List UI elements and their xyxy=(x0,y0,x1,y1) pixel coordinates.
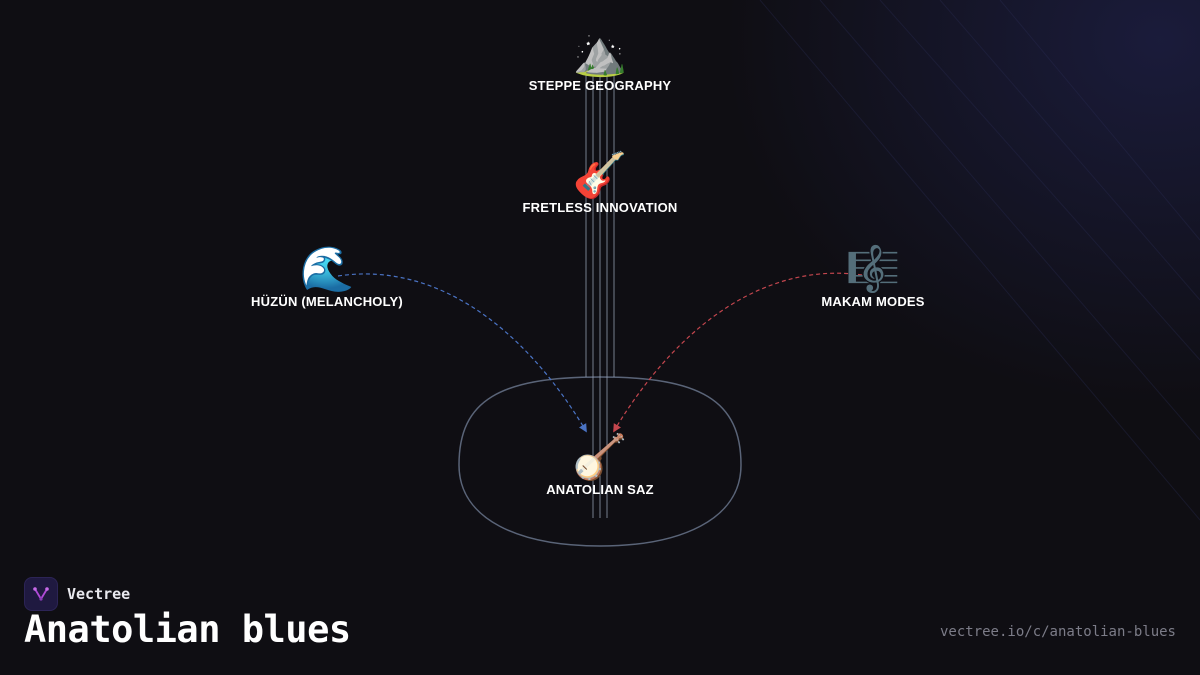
guitar-icon: 🎸 xyxy=(572,151,628,200)
saz-body-outline xyxy=(458,376,742,547)
node-label: ANATOLIAN SAZ xyxy=(546,482,654,497)
wave-icon: 🌊 xyxy=(299,245,355,294)
brand: Vectree xyxy=(24,577,130,611)
node-fretless-innovation[interactable]: 🎸 FRETLESS INNOVATION xyxy=(522,151,678,216)
saz-strings xyxy=(585,75,615,518)
node-label: MAKAM MODES xyxy=(821,294,925,309)
node-steppe-geography[interactable]: ⛰️ STEPPE GEOGRAPHY xyxy=(528,29,672,94)
brand-name: Vectree xyxy=(67,585,131,603)
makam-to-saz-connector xyxy=(613,272,863,433)
mountain-icon: ⛰️ xyxy=(572,29,628,78)
huzun-to-saz-connector xyxy=(337,273,587,433)
page-title: Anatolian blues xyxy=(24,608,351,651)
node-huzun-melancholy[interactable]: 🌊 HÜZÜN (MELANCHOLY) xyxy=(251,245,403,310)
musical-score-icon: 🎼 xyxy=(845,245,901,294)
banjo-icon: 🪕 xyxy=(572,433,628,482)
source-url[interactable]: vectree.io/c/anatolian-blues xyxy=(939,624,1176,640)
node-label: STEPPE GEOGRAPHY xyxy=(528,78,672,93)
vectree-logo-icon xyxy=(24,577,58,611)
node-makam-modes[interactable]: 🎼 MAKAM MODES xyxy=(821,245,925,310)
node-label: HÜZÜN (MELANCHOLY) xyxy=(251,294,403,309)
node-anatolian-saz[interactable]: 🪕 ANATOLIAN SAZ xyxy=(546,433,654,498)
node-label: FRETLESS INNOVATION xyxy=(522,200,678,215)
